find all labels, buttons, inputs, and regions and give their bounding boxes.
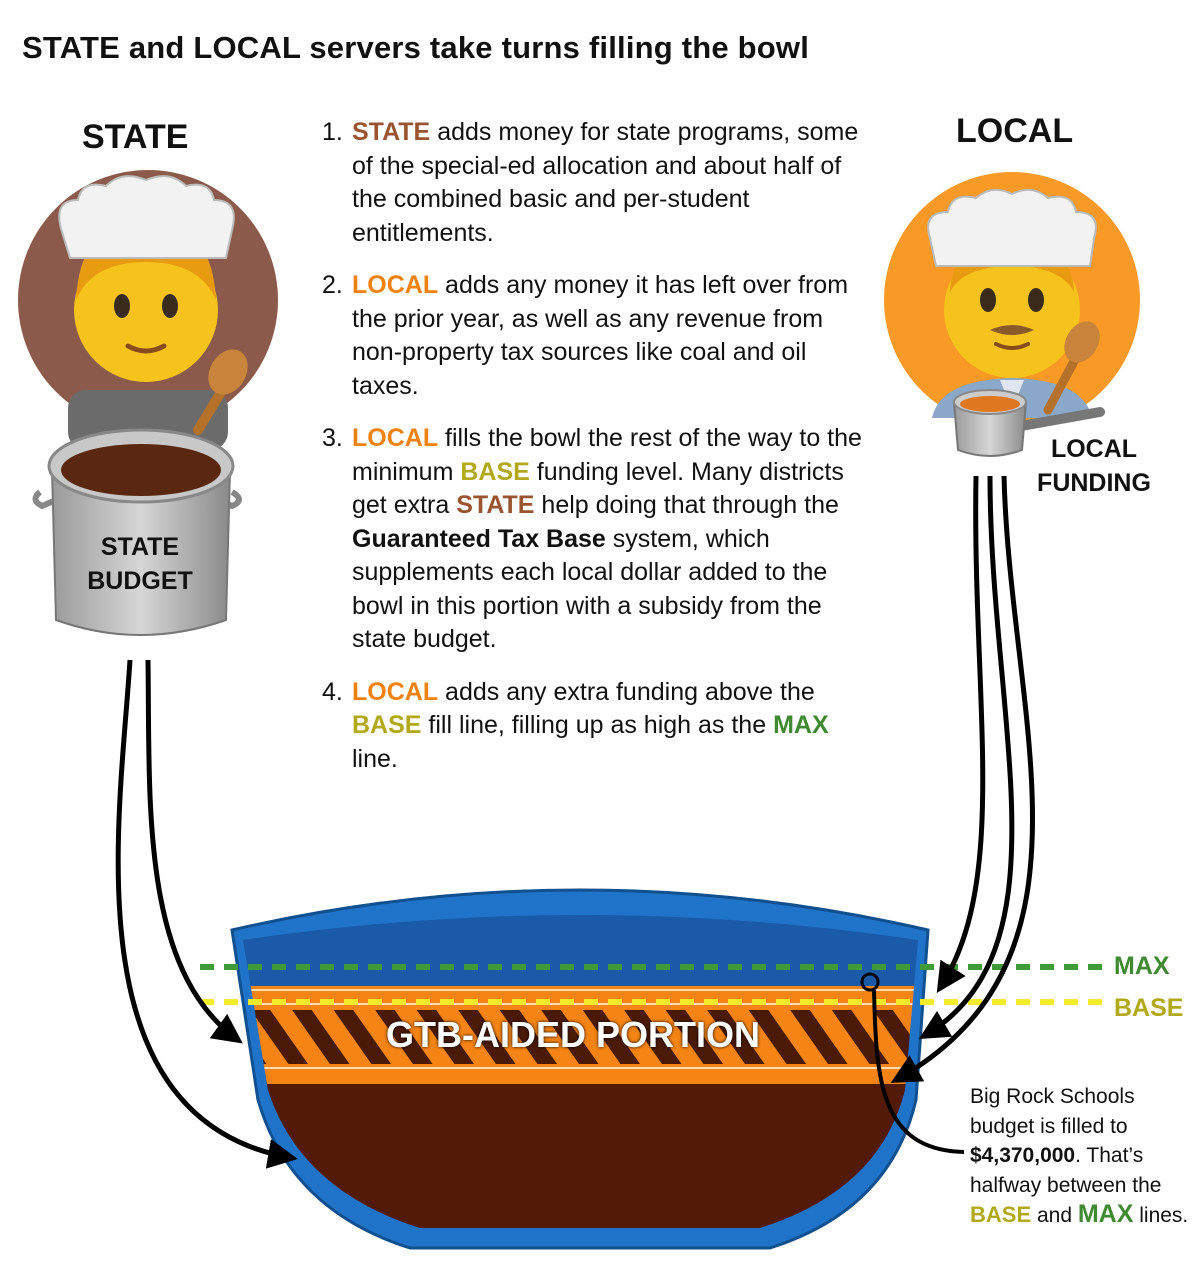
step-number: 3. (322, 424, 343, 452)
note-base-term: BASE (970, 1202, 1032, 1227)
step-4: 4. LOCAL adds any extra funding above the… (322, 676, 862, 777)
state-arrow-2 (115, 659, 298, 1169)
step-text: funding level. Many districts get extra (352, 457, 844, 520)
step-number: 4. (322, 677, 343, 706)
big-rock-note: Big Rock Schools budget is filled to $4,… (970, 1082, 1195, 1231)
step-2: 2. LOCAL adds any money it has left over … (322, 269, 862, 403)
step-text: fill line, filling up as high as the (421, 711, 774, 739)
local-arrow-2 (918, 475, 1015, 1040)
step-1: 1. STATE adds money for state programs, s… (322, 116, 862, 250)
step-text: adds money for state programs, some of t… (352, 118, 859, 247)
step-text: adds any money it has left over from the… (352, 271, 849, 400)
note-text: . That’s halfway between the (970, 1144, 1162, 1197)
steps-list: 1. STATE adds money for state programs, s… (322, 116, 862, 795)
local-arrow-1 (936, 475, 986, 994)
state-term: STATE (456, 491, 535, 519)
note-text: lines. (1133, 1204, 1189, 1227)
base-term: BASE (460, 457, 530, 486)
step-text: fills the bowl the rest of the way to th… (352, 424, 862, 486)
gtb-term: Guaranteed Tax Base (352, 524, 606, 553)
note-text: and (1031, 1204, 1078, 1227)
local-funding-saucepan (952, 389, 1105, 457)
local-chef-illustration (884, 172, 1140, 428)
fill-level-marker (860, 972, 880, 992)
step-lead-local: LOCAL (352, 271, 439, 299)
base-line-label: BASE (1114, 994, 1184, 1022)
step-lead-state: STATE (352, 118, 431, 146)
state-chef-illustration (18, 170, 278, 450)
state-budget-label: STATE BUDGET (60, 530, 220, 598)
local-funding-label: LOCAL FUNDING (1022, 432, 1166, 500)
step-text: system, which supplements each local dol… (352, 524, 828, 654)
local-funding-label-line1: LOCAL (1050, 435, 1138, 463)
step-3: 3. LOCAL fills the bowl the rest of the w… (322, 422, 862, 657)
step-lead-local: LOCAL (352, 424, 439, 452)
state-arrow-1 (145, 659, 243, 1044)
state-budget-pot (32, 428, 242, 636)
step-number: 1. (322, 118, 343, 146)
step-lead-local: LOCAL (352, 677, 439, 706)
max-term: MAX (773, 711, 829, 739)
step-number: 2. (322, 271, 343, 299)
fill-level-callout-line (872, 989, 965, 1154)
state-budget-label-line2: BUDGET (87, 567, 193, 595)
local-label: LOCAL (956, 112, 1074, 150)
local-arrow-3 (890, 475, 1035, 1083)
max-line-label: MAX (1114, 952, 1170, 980)
step-text: adds any extra funding above the (438, 677, 815, 706)
page-title: STATE and LOCAL servers take turns filli… (22, 30, 810, 65)
note-text: Big Rock Schools budget is filled to (970, 1085, 1135, 1138)
state-label: STATE (82, 118, 189, 156)
step-text: help doing that through the (534, 491, 839, 519)
school-funding-bowl (230, 888, 930, 1250)
step-text: line. (352, 744, 398, 773)
note-amount: $4,370,000 (970, 1144, 1076, 1167)
local-funding-label-line2: FUNDING (1037, 469, 1151, 497)
state-budget-label-line1: STATE (100, 533, 180, 561)
note-max-term: MAX (1077, 1200, 1134, 1228)
gtb-portion-label: GTB-AIDED PORTION (386, 1014, 760, 1055)
base-term: BASE (352, 711, 422, 739)
